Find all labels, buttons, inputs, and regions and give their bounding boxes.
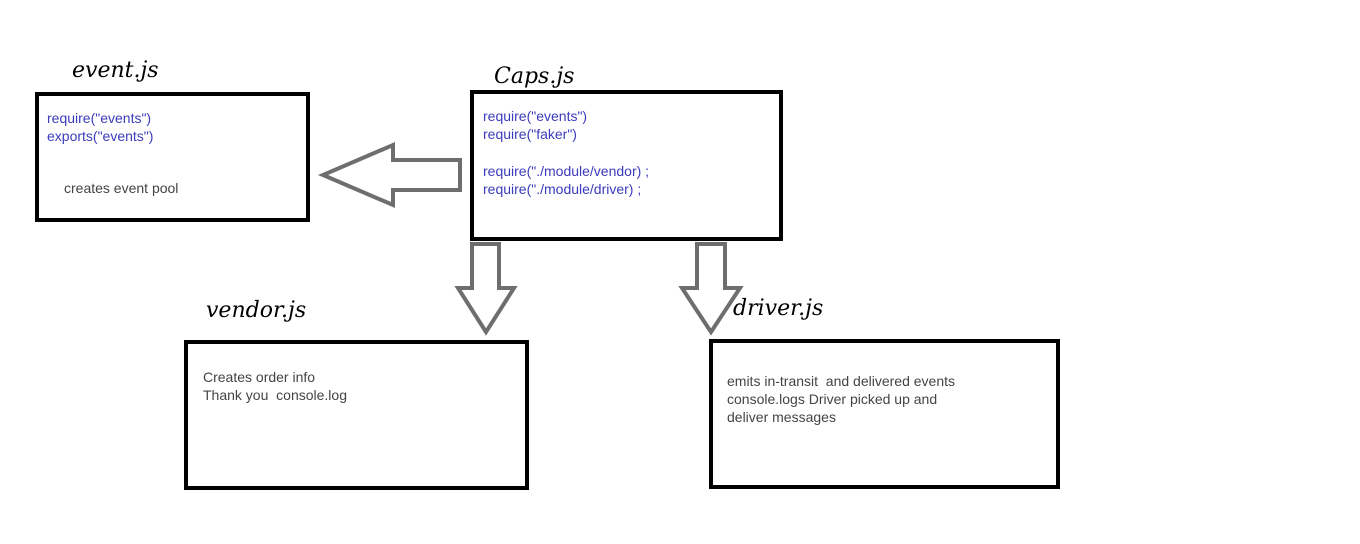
arrow-caps-to-vendor xyxy=(454,242,518,336)
caps-js-box: require("events") require("faker") requi… xyxy=(470,90,783,241)
driver-js-line-1: emits in-transit and delivered events xyxy=(727,373,955,389)
vendor-js-line-2: Thank you console.log xyxy=(203,387,347,403)
arrow-caps-to-event xyxy=(317,141,462,209)
event-js-note: creates event pool xyxy=(64,180,179,196)
caps-js-title: Caps.js xyxy=(494,64,575,89)
driver-js-line-3: deliver messages xyxy=(727,409,836,425)
event-js-line-2: exports("events") xyxy=(47,128,154,144)
driver-js-title: driver.js xyxy=(733,296,824,321)
arrow-caps-to-driver xyxy=(678,242,744,336)
vendor-js-box: Creates order info Thank you console.log xyxy=(184,340,529,490)
caps-js-line-4: require("./module/driver) ; xyxy=(483,181,642,197)
event-js-box: require("events") exports("events") crea… xyxy=(35,92,310,222)
caps-js-line-1: require("events") xyxy=(483,108,588,124)
vendor-js-title: vendor.js xyxy=(206,298,307,323)
event-js-title: event.js xyxy=(72,58,159,83)
driver-js-line-2: console.logs Driver picked up and xyxy=(727,391,938,407)
caps-js-line-3: require("./module/vendor) ; xyxy=(483,163,650,179)
driver-js-box: emits in-transit and delivered events co… xyxy=(709,339,1060,489)
caps-js-line-2: require("faker") xyxy=(483,126,577,142)
vendor-js-line-1: Creates order info xyxy=(203,369,316,385)
event-js-line-1: require("events") xyxy=(47,110,152,126)
